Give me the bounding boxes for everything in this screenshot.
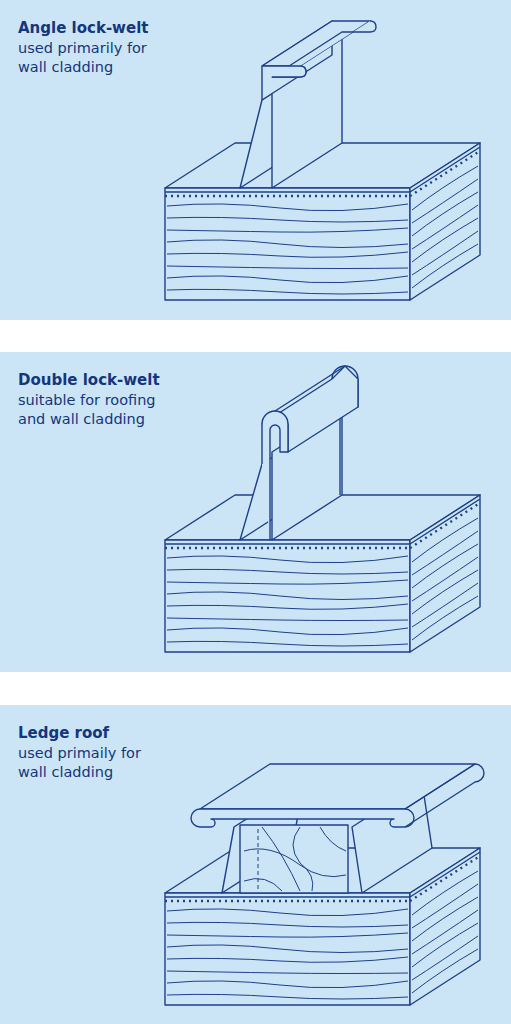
panel-ground [0,705,511,1024]
angle-lock-welt-drawing [165,21,480,300]
panel-band: Angle lock-weltused primarily for wall c… [0,0,511,320]
panel-band: Ledge roofused primaily for wall claddin… [0,705,511,1024]
seam-title: Angle lock-welt [18,18,198,38]
panel-band: Double lock-weltsuitable for roofing and… [0,352,511,672]
seam-title: Ledge roof [18,723,198,743]
seam-description: used primaily for wall cladding [18,744,170,782]
seam-description: suitable for roofing and wall cladding [18,391,170,429]
ledge-roof-drawing [165,764,484,1005]
panel-ground [0,0,511,320]
double-lock-welt-drawing [165,366,480,652]
seam-description: used primarily for wall cladding [18,39,170,77]
seam-title: Double lock-welt [18,370,198,390]
panel-ground [0,352,511,672]
